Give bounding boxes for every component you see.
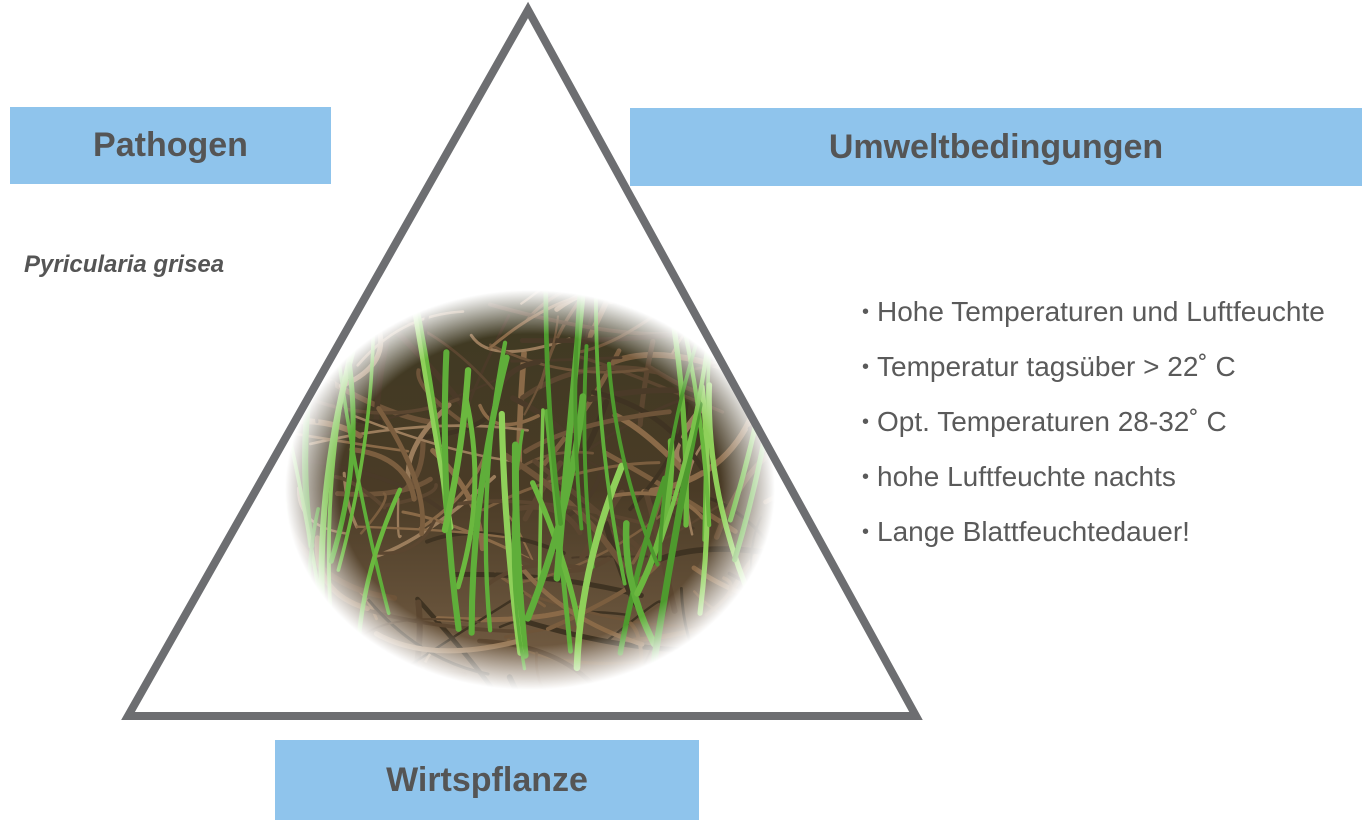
host-label-box: Wirtspflanze xyxy=(275,740,699,820)
bullet-icon: • xyxy=(862,356,869,378)
environment-label: Umweltbedingungen xyxy=(829,128,1163,167)
condition-text: Opt. Temperaturen 28-32˚ C xyxy=(877,406,1227,437)
condition-text: hohe Luftfeuchte nachts xyxy=(877,461,1176,492)
rice-blast-photo xyxy=(271,187,959,748)
condition-item: • hohe Luftfeuchte nachts xyxy=(862,457,1362,512)
condition-item: • Hohe Temperaturen und Luftfeuchte xyxy=(862,292,1362,347)
condition-item: • Temperatur tagsüber > 22˚ C xyxy=(862,347,1362,402)
condition-item: • Opt. Temperaturen 28-32˚ C xyxy=(862,402,1362,457)
condition-text: Temperatur tagsüber > 22˚ C xyxy=(877,351,1236,382)
pathogen-label-box: Pathogen xyxy=(10,107,331,184)
condition-text: Lange Blattfeuchtedauer! xyxy=(877,516,1190,547)
host-label: Wirtspflanze xyxy=(386,761,588,800)
bullet-icon: • xyxy=(862,466,869,488)
bullet-icon: • xyxy=(862,301,869,323)
bullet-icon: • xyxy=(862,411,869,433)
condition-item: • Lange Blattfeuchtedauer! xyxy=(862,512,1362,567)
pathogen-species-name: Pyricularia grisea xyxy=(24,251,224,279)
pathogen-label: Pathogen xyxy=(93,126,248,165)
condition-text: Hohe Temperaturen und Luftfeuchte xyxy=(877,296,1325,327)
bullet-icon: • xyxy=(862,521,869,543)
environment-conditions-list: • Hohe Temperaturen und Luftfeuchte • Temp… xyxy=(862,292,1362,567)
environment-label-box: Umweltbedingungen xyxy=(630,108,1362,186)
